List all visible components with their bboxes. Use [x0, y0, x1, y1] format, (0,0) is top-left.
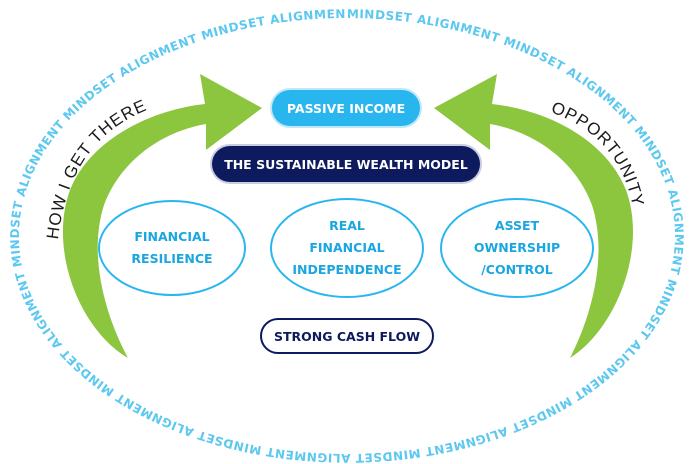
pillar-line: RESILIENCE	[131, 251, 213, 266]
pillar-asset-ownership: ASSET OWNERSHIP /CONTROL	[440, 198, 594, 298]
pillar-line: INDEPENDENCE	[292, 262, 402, 277]
left-arrow	[62, 74, 262, 358]
pillar-line: /CONTROL	[481, 262, 553, 277]
pillar-real-financial-independence: REAL FINANCIAL INDEPENDENCE	[270, 198, 424, 298]
pillar-line: FINANCIAL	[134, 229, 210, 244]
pillar-financial-resilience: FINANCIAL RESILIENCE	[98, 200, 246, 296]
passive-income-pill: PASSIVE INCOME	[272, 90, 420, 126]
strong-cash-flow-pill: STRONG CASH FLOW	[260, 318, 434, 354]
pillar-line: OWNERSHIP	[473, 240, 561, 255]
pillar-line: ASSET	[494, 218, 540, 233]
wealth-model-pill: THE SUSTAINABLE WEALTH MODEL	[212, 146, 480, 182]
pillar-line: REAL	[329, 218, 365, 233]
pillar-line: FINANCIAL	[309, 240, 385, 255]
right-arrow	[434, 74, 633, 358]
